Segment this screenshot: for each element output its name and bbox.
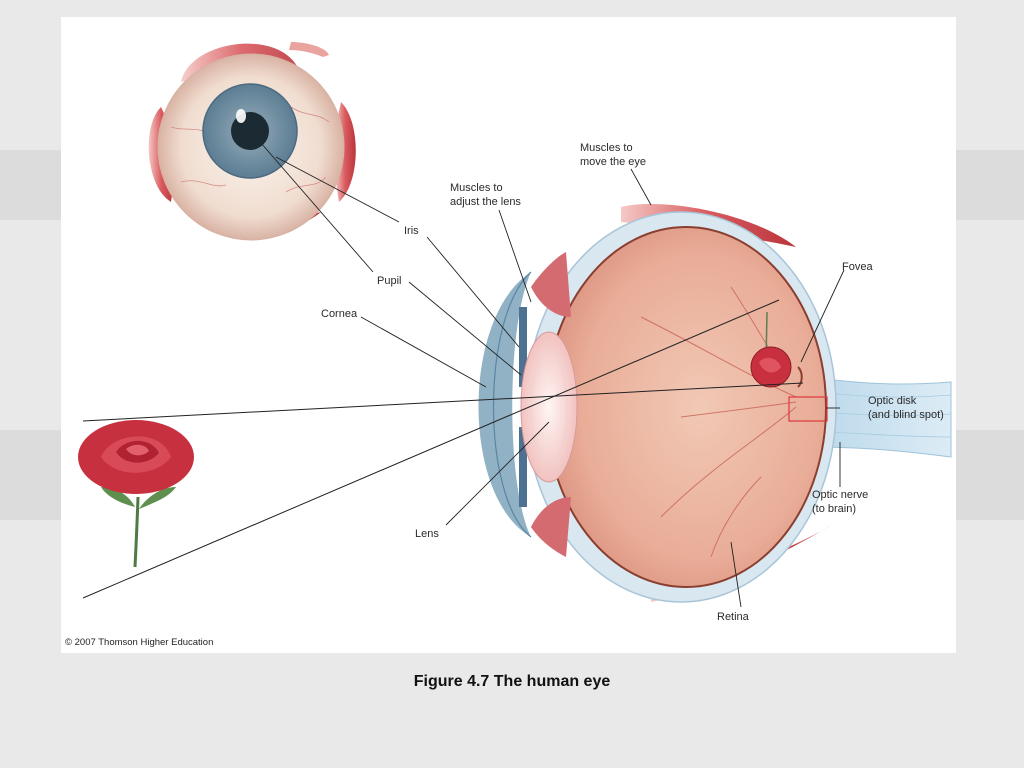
label-optic-nerve-2: (to brain) [812,503,856,515]
label-fovea: Fovea [842,261,873,273]
front-eyeball [148,42,356,241]
label-cornea: Cornea [321,308,358,320]
diagram-labels: Muscles to move the eye Muscles to adjus… [321,142,944,623]
leader-lines [260,142,845,608]
label-muscles-move-eye-1: Muscles to [580,142,633,154]
label-optic-nerve-1: Optic nerve [812,489,868,501]
label-muscles-adjust-lens-2: adjust the lens [450,196,521,208]
label-lens: Lens [415,528,439,540]
label-retina: Retina [717,611,750,623]
figure-caption: Figure 4.7 The human eye [413,673,611,690]
eye-diagram: Muscles to move the eye Muscles to adjus… [78,42,952,623]
rose-object [78,420,194,568]
label-muscles-adjust-lens-1: Muscles to [450,182,503,194]
label-muscles-move-eye-2: move the eye [580,156,646,168]
light-rays [82,299,804,599]
copyright-notice: © 2007 Thomson Higher Education [65,637,214,648]
label-pupil: Pupil [377,275,401,287]
eye-cross-section [478,203,952,603]
label-optic-disk-1: Optic disk [868,395,917,407]
figure-panel: Muscles to move the eye Muscles to adjus… [61,17,956,653]
label-optic-disk-2: (and blind spot) [868,409,944,421]
label-iris: Iris [404,225,419,237]
